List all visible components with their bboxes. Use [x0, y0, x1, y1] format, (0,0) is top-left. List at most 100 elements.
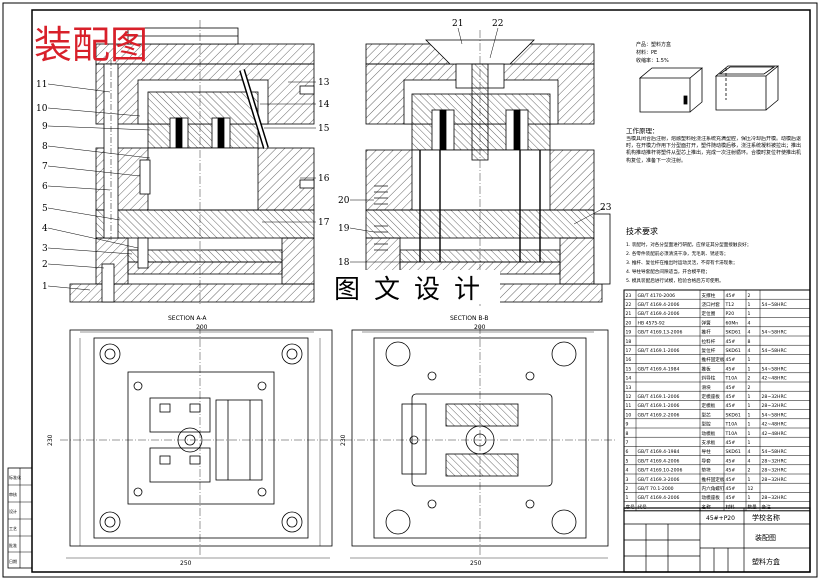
leader-11: 11 — [36, 80, 47, 90]
bom-row-9-c2: 斜导柱 — [702, 375, 716, 382]
bom-row-21-c3: 45# — [726, 486, 736, 492]
bom-row-9-c5: 42~48HRC — [762, 376, 787, 382]
main-section-left — [69, 20, 315, 306]
side-label-5: 日期 — [9, 558, 17, 564]
part-info-2: 收缩率：1.5% — [636, 57, 669, 64]
bom-row-2-c1: GB/T 4169.4-2006 — [638, 311, 680, 317]
bom-row-5-c0: 18 — [626, 339, 632, 345]
part-info-1: 材料：PE — [636, 49, 657, 56]
bom-row-20-c3: 45# — [726, 477, 736, 483]
bom-row-6-c1: GB/T 4169.1-2006 — [638, 348, 680, 354]
bom-row-20-c2: 推杆固定板 — [702, 476, 725, 483]
bom-row-12-c2: 定模板 — [702, 402, 716, 409]
bom-row-14-c5: 42~48HRC — [762, 422, 787, 428]
tech-item-4: 5. 模具装配后进行试模，检验合格后方可使用。 — [626, 277, 724, 284]
bom-row-0-c2: 支撑柱 — [702, 292, 716, 299]
bom-row-18-c5: 28~32HRC — [762, 458, 787, 464]
bom-row-4-c3: SKD61 — [726, 330, 741, 336]
bom-row-10-c0: 13 — [626, 385, 632, 391]
bom-row-19-c4: 2 — [748, 468, 751, 474]
bom-row-12-c1: GB/T 4169.1-2006 — [638, 403, 680, 409]
bom-row-21-c4: 12 — [748, 486, 754, 492]
bom-row-10-c4: 2 — [748, 385, 751, 391]
bom-row-11-c5: 28~32HRC — [762, 394, 787, 400]
bom-row-6-c5: 54~58HRC — [762, 348, 787, 354]
bom-row-6-c3: SKD61 — [726, 348, 741, 354]
bom-header-c0: 序号 — [626, 503, 636, 510]
bom-row-1-c5: 54~58HRC — [762, 302, 787, 308]
bom-row-17-c1: GB/T 4169.4-1984 — [638, 449, 680, 455]
bom-row-17-c5: 54~58HRC — [762, 449, 787, 455]
bom-row-15-c4: 1 — [748, 431, 751, 437]
side-label-4: 批准 — [9, 542, 17, 548]
bom-row-12-c3: 45# — [726, 403, 736, 409]
bom-row-9-c0: 14 — [626, 376, 632, 382]
leader-4: 4 — [42, 224, 48, 234]
bom-row-8-c1: GB/T 4169.4-1984 — [638, 366, 680, 372]
leader-20: 20 — [338, 196, 350, 206]
product-isometric — [638, 65, 780, 113]
dim-b-bottom: 250 — [470, 560, 482, 567]
bom-row-20-c4: 1 — [748, 477, 751, 483]
bom-row-2-c4: 1 — [748, 311, 751, 317]
title-school: 学校名称 — [752, 513, 780, 522]
tech-item-0: 1. 装配时，对各分型面进行研配，应保证其分型面接触良好； — [626, 241, 751, 248]
bom-row-21-c1: GB/T 70.1-2000 — [638, 486, 674, 492]
bom-row-17-c3: SKD61 — [726, 449, 741, 455]
watermark-bg — [330, 270, 500, 304]
bom-row-4-c1: GB/T 4169.13-2006 — [638, 330, 683, 336]
dim-b-height: 230 — [340, 434, 347, 446]
leader-21: 21 — [452, 19, 463, 29]
leader-14: 14 — [318, 100, 330, 110]
bom-row-22-c0: 1 — [626, 495, 629, 501]
bom-row-14-c3: T10A — [725, 422, 739, 428]
bom-row-3-c2: 弹簧 — [702, 319, 712, 326]
leaders-right — [260, 81, 316, 223]
leader-6: 6 — [42, 182, 48, 192]
leader-9: 9 — [42, 122, 48, 132]
side-label-0: 标准化 — [9, 474, 21, 480]
bom-row-8-c0: 15 — [626, 366, 632, 372]
leader-10: 10 — [36, 104, 48, 114]
tech-item-2: 3. 推杆、复位杆在推出时运动灵活，不得有卡滞现象； — [626, 259, 738, 266]
bom-row-10-c2: 滑块 — [702, 384, 712, 391]
bom-row-7-c4: 1 — [748, 357, 751, 363]
bom-row-22-c2: 动模座板 — [702, 494, 721, 501]
bom-row-0-c4: 2 — [748, 293, 751, 299]
leader-1: 1 — [42, 282, 48, 292]
title-material: 45#+P20 — [706, 515, 735, 522]
bom-row-11-c4: 1 — [748, 394, 751, 400]
bom-row-11-c2: 定模座板 — [702, 393, 721, 400]
bom-row-14-c4: 1 — [748, 422, 751, 428]
bom-row-16-c3: 45# — [726, 440, 736, 446]
side-register: 标准化 审核 设计 工艺 批准 日期 — [7, 467, 33, 569]
bom-row-14-c0: 9 — [626, 422, 629, 428]
bom-row-13-c1: GB/T 4169.2-2006 — [638, 412, 680, 418]
title-block — [623, 507, 811, 573]
bom-row-0-c1: GB/T 4170-2006 — [638, 293, 676, 299]
section-b-view — [344, 326, 616, 559]
bom-row-22-c4: 1 — [748, 495, 751, 501]
leaders-left — [47, 83, 151, 291]
leader-13: 13 — [318, 78, 330, 88]
bom-row-13-c5: 54~58HRC — [762, 412, 787, 418]
bom-row-14-c2: 型腔 — [702, 421, 712, 428]
leader-3: 3 — [42, 244, 48, 254]
bom-row-5-c4: 8 — [748, 339, 751, 345]
bom-header-c1: 代号 — [638, 503, 648, 510]
bom-row-20-c0: 3 — [626, 477, 629, 483]
bom-row-0-c0: 23 — [626, 293, 632, 299]
bom-row-12-c4: 1 — [748, 403, 751, 409]
section-b-label: SECTION B-B — [450, 315, 489, 322]
bom-row-22-c5: 28~32HRC — [762, 495, 787, 501]
bom-row-8-c4: 1 — [748, 366, 751, 372]
bom-row-20-c1: GB/T 4169.3-2006 — [638, 477, 680, 483]
bom-row-19-c2: 垫块 — [702, 467, 712, 474]
bom-row-3-c0: 20 — [626, 320, 632, 326]
side-label-3: 工艺 — [9, 526, 17, 531]
bom-row-1-c2: 浇口衬套 — [702, 301, 721, 308]
leader-15: 15 — [318, 124, 330, 134]
bom-row-6-c4: 4 — [748, 348, 751, 354]
bom-row-22-c1: GB/T 4169.4-2006 — [638, 495, 680, 501]
bom-row-19-c5: 28~32HRC — [762, 468, 787, 474]
